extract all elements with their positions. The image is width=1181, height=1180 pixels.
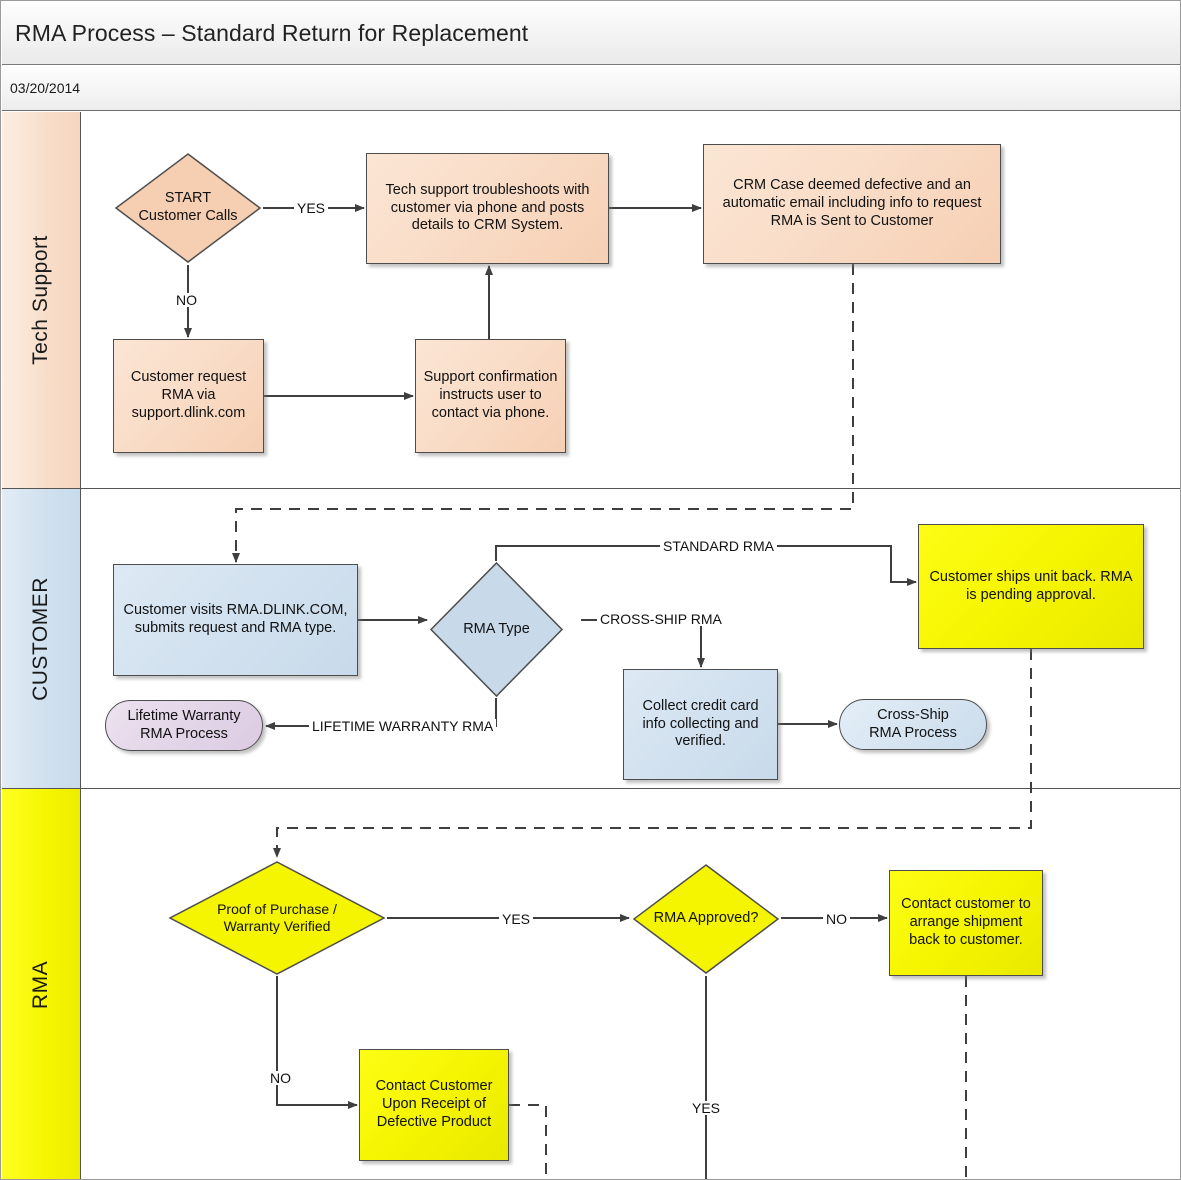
chart-date: 03/20/2014 — [10, 80, 81, 96]
swimlane-header-rma: RMA — [2, 789, 81, 1179]
node-support-confirmation[interactable]: Support confirmation instructs user to c… — [415, 339, 566, 453]
edge-label-no-start: NO — [173, 293, 200, 307]
node-contact-customer-arrange-shipment[interactable]: Contact customer to arrange shipment bac… — [889, 870, 1043, 976]
node-label: RMA Approved? — [653, 910, 759, 927]
page-title: RMA Process – Standard Return for Replac… — [15, 19, 529, 46]
swimlane-body-rma — [81, 789, 1180, 1179]
node-label: Customer ships unit back. RMA is pending… — [929, 568, 1133, 603]
chart-date-bar: 03/20/2014 — [2, 66, 1180, 111]
node-label: Support confirmation instructs user to c… — [423, 369, 558, 421]
edge-label-no-rma-approved: NO — [823, 912, 850, 926]
node-label: RMA Type — [463, 620, 530, 637]
edge-label-cross-ship-rma: CROSS-SHIP RMA — [597, 612, 725, 626]
edge-label-no-proof: NO — [267, 1071, 294, 1085]
swimlane-label-customer: CUSTOMER — [29, 576, 53, 701]
diamond-shape-icon — [168, 861, 386, 975]
chart-title-bar: RMA Process – Standard Return for Replac… — [2, 2, 1180, 65]
swimlane-label-rma: RMA — [28, 960, 52, 1009]
swimlane-customer: CUSTOMER — [2, 489, 1180, 789]
edge-label-yes-rma-approved: YES — [689, 1101, 724, 1115]
edge-label-yes-start: YES — [294, 201, 329, 215]
node-contact-customer-upon-receipt[interactable]: Contact Customer Upon Receipt of Defecti… — [359, 1049, 509, 1161]
diamond-shape-icon — [632, 864, 780, 974]
edge-label-yes-proof: YES — [499, 912, 534, 926]
node-label: Contact customer to arrange shipment bac… — [901, 896, 1031, 948]
node-label: Tech support troubleshoots with customer… — [385, 181, 590, 234]
node-tech-support-troubleshoots[interactable]: Tech support troubleshoots with customer… — [366, 153, 609, 264]
swimlane-rma: RMA — [2, 789, 1180, 1179]
edge-label-standard-rma: STANDARD RMA — [660, 539, 777, 553]
node-label: Customer visits RMA.DLINK.COM, submits r… — [123, 602, 348, 636]
node-label: Customer request RMA via support.dlink.c… — [130, 369, 247, 421]
node-label: CRM Case deemed defective and an automat… — [722, 177, 982, 229]
node-collect-credit-card[interactable]: Collect credit card info collecting and … — [623, 669, 778, 780]
node-rma-type-decision[interactable]: RMA Type — [428, 560, 565, 699]
swimlane-header-customer: CUSTOMER — [2, 489, 81, 788]
swimlane-header-tech-support: Tech Support — [2, 112, 81, 488]
node-label: Proof of Purchase /Warranty Verified — [217, 900, 337, 934]
node-customer-visits-rma-site[interactable]: Customer visits RMA.DLINK.COM, submits r… — [113, 564, 358, 676]
node-label: Contact Customer Upon Receipt of Defecti… — [375, 1078, 493, 1130]
node-rma-approved-decision[interactable]: RMA Approved? — [631, 862, 781, 976]
node-proof-of-purchase-decision[interactable]: Proof of Purchase /Warranty Verified — [167, 859, 387, 977]
node-customer-request-rma[interactable]: Customer request RMA via support.dlink.c… — [113, 339, 264, 453]
edge-label-lifetime-warranty-rma: LIFETIME WARRANTY RMA — [309, 719, 497, 733]
diamond-shape-icon — [114, 153, 262, 263]
node-label: Collect credit card info collecting and … — [642, 697, 759, 750]
node-customer-ships-unit-back[interactable]: Customer ships unit back. RMA is pending… — [918, 524, 1144, 649]
node-crm-case-defective[interactable]: CRM Case deemed defective and an automat… — [703, 144, 1001, 264]
swimlane-label-tech-support: Tech Support — [29, 235, 52, 365]
